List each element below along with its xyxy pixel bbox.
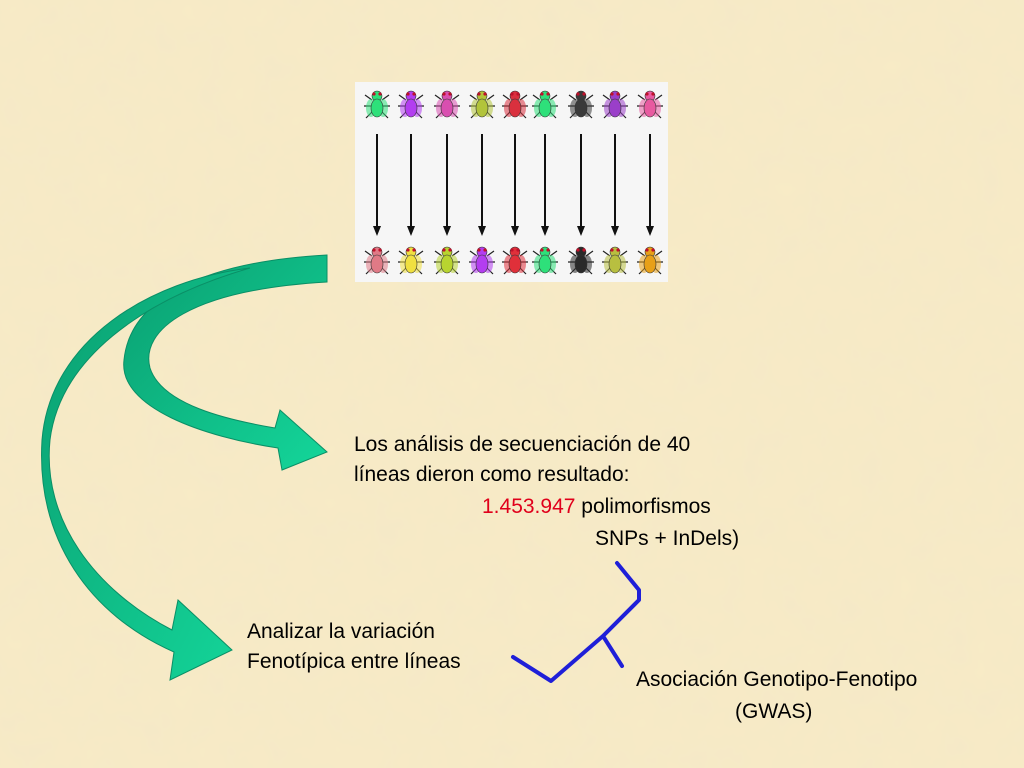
offspring-flies-row <box>364 246 663 275</box>
parent-fly-icon <box>602 90 628 119</box>
genotype-phenotype-brace <box>511 561 641 683</box>
offspring-fly-icon <box>602 246 628 275</box>
parent-fly-icon <box>434 90 460 119</box>
down-arrow-icon <box>541 134 549 236</box>
fly-lines-panel <box>355 82 668 282</box>
phenotype-analysis-line-2: Fenotípica entre líneas <box>247 650 461 673</box>
down-arrow-icon <box>478 134 486 236</box>
offspring-fly-icon <box>364 246 390 275</box>
down-arrow-icon <box>407 134 415 236</box>
generation-arrows <box>373 134 654 236</box>
down-arrow-icon <box>577 134 585 236</box>
down-arrow-icon <box>443 134 451 236</box>
sequencing-result-line-1: Los análisis de secuenciación de 40 <box>354 433 691 456</box>
polymorphism-count: 1.453.947 <box>482 495 576 518</box>
phenotype-analysis-line-1: Analizar la variación <box>247 620 435 643</box>
offspring-fly-icon <box>502 246 528 275</box>
down-arrow-icon <box>611 134 619 236</box>
polymorphism-count-line: 1.453.947 polimorfismos <box>482 492 711 522</box>
offspring-fly-icon <box>469 246 495 275</box>
curved-arrow-lower <box>41 267 251 681</box>
down-arrow-icon <box>646 134 654 236</box>
sequencing-result-line-2: líneas dieron como resultado: <box>354 463 630 486</box>
snps-indels-label: SNPs + InDels) <box>595 527 740 550</box>
parent-fly-icon <box>469 90 495 119</box>
offspring-fly-icon <box>398 246 424 275</box>
down-arrow-icon <box>511 134 519 236</box>
polymorphism-label: polimorfismos <box>575 495 711 518</box>
parent-fly-icon <box>502 90 528 119</box>
offspring-fly-icon <box>637 246 663 275</box>
parent-fly-icon <box>398 90 424 119</box>
offspring-fly-icon <box>568 246 594 275</box>
curved-arrow-upper <box>123 254 328 471</box>
gwas-association-line-1: Asociación Genotipo-Fenotipo <box>636 668 918 691</box>
offspring-fly-icon <box>434 246 460 275</box>
gwas-association-line-2: (GWAS) <box>735 700 813 723</box>
parent-flies-row <box>364 90 663 119</box>
down-arrow-icon <box>373 134 381 236</box>
parent-fly-icon <box>532 90 558 119</box>
parent-fly-icon <box>637 90 663 119</box>
offspring-fly-icon <box>532 246 558 275</box>
parent-fly-icon <box>364 90 390 119</box>
parent-fly-icon <box>568 90 594 119</box>
